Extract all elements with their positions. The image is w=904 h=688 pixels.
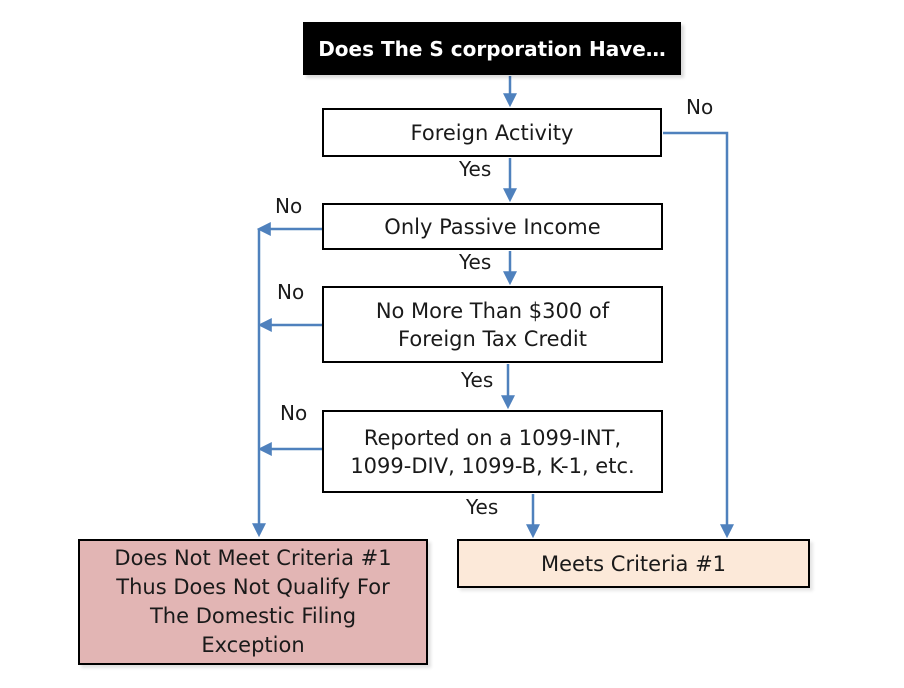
decision-box-foreign-tax-credit: No More Than $300 of Foreign Tax Credit — [322, 286, 663, 363]
decision-box-label-line: Reported on a 1099-INT, — [363, 425, 622, 450]
decision-box-only-passive-income: Only Passive Income — [322, 203, 663, 250]
arrow-no-foreign-to-meets — [663, 131, 734, 539]
edge-label-yes-foreign-activity: Yes — [459, 157, 492, 181]
edge-label-no-only-passive: No — [275, 194, 303, 218]
decision-box-label: Only Passive Income — [384, 214, 601, 239]
title-box: Does The S corporation Have… — [303, 22, 681, 75]
decision-box-label-line: No More Than $300 of — [375, 298, 610, 323]
outcome-box-meets-criteria: Meets Criteria #1 — [457, 539, 810, 588]
outcome-box-does-not-meet-criteria: Does Not Meet Criteria #1 Thus Does Not … — [78, 539, 428, 665]
edge-label-yes-only-passive: Yes — [459, 250, 492, 274]
decision-box-label-line: 1099-DIV, 1099-B, K-1, etc. — [350, 453, 635, 478]
outcome-box-label: Meets Criteria #1 — [540, 551, 727, 576]
outcome-box-label-line: Does Not Meet Criteria #1 — [114, 546, 392, 570]
edge-label-no-ftc: No — [277, 280, 305, 304]
decision-box-label-line: Foreign Tax Credit — [398, 326, 587, 351]
edge-label-no-reported: No — [280, 401, 308, 425]
edge-label-no-foreign-activity: No — [686, 95, 714, 119]
outcome-box-label-line: Exception — [201, 633, 305, 657]
outcome-box-label-line: The Domestic Filing — [149, 604, 357, 628]
decision-box-label: Foreign Activity — [410, 120, 574, 145]
decision-box-reported-forms: Reported on a 1099-INT, 1099-DIV, 1099-B… — [322, 410, 663, 493]
decision-box-foreign-activity: Foreign Activity — [322, 108, 662, 157]
title-text: Does The S corporation Have… — [318, 36, 666, 61]
outcome-box-label-line: Thus Does Not Qualify For — [116, 575, 390, 599]
edge-label-yes-ftc: Yes — [461, 368, 494, 392]
edge-label-yes-reported: Yes — [466, 495, 499, 519]
